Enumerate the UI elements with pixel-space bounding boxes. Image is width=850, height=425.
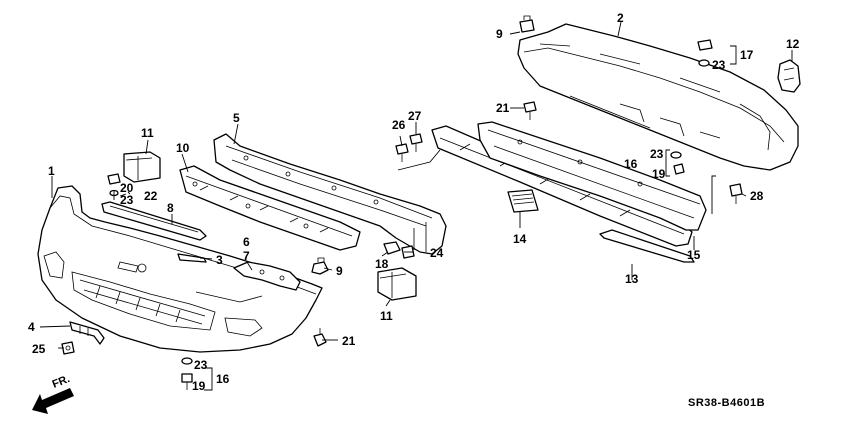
side-stay xyxy=(233,261,301,291)
front-bumper-face xyxy=(37,185,323,353)
callout-17: 17 xyxy=(740,48,754,62)
callout-11-center: 11 xyxy=(380,309,393,323)
bolt-24-bolt-18 xyxy=(383,241,415,259)
callout-19-rear: 19 xyxy=(652,167,666,181)
bracket-11-center xyxy=(377,267,417,301)
callout-14: 14 xyxy=(513,232,527,246)
callout-21-front: 21 xyxy=(342,334,356,348)
callout-5: 5 xyxy=(233,111,240,125)
callout-11-front: 11 xyxy=(141,126,154,140)
callout-23-rear-b: 23 xyxy=(712,58,726,72)
callout-9-rear: 9 xyxy=(496,27,503,41)
bracket-11-front xyxy=(123,151,161,183)
callouts: 1 2 3 4 5 6 7 8 9 9 10 11 11 12 13 14 15… xyxy=(28,11,800,393)
rear-lower-strip xyxy=(599,229,695,263)
clip-17-washer-23 xyxy=(697,39,713,67)
callout-23-rear-a: 23 xyxy=(650,147,664,161)
front-reinforcement-beam xyxy=(213,133,447,255)
small-clips-20-22-23 xyxy=(107,173,121,197)
callout-27: 27 xyxy=(408,109,422,123)
diagram-code: SR38-B4601B xyxy=(688,397,765,409)
rear-bumper-face xyxy=(517,23,799,171)
callout-23-front-a: 23 xyxy=(120,193,134,207)
callout-7: 7 xyxy=(243,249,250,263)
bracket-12 xyxy=(777,59,801,93)
callout-2: 2 xyxy=(617,11,624,25)
callout-25: 25 xyxy=(32,342,46,356)
leader-lines xyxy=(39,21,793,391)
callout-8: 8 xyxy=(167,201,174,215)
bolt-25 xyxy=(61,341,75,355)
callout-18: 18 xyxy=(375,257,389,271)
callout-9-front: 9 xyxy=(336,264,343,278)
clips-26-27 xyxy=(395,133,423,162)
molding-part-3 xyxy=(177,253,207,263)
callout-23-front-b: 23 xyxy=(194,358,208,372)
clip-21-rear xyxy=(523,101,537,120)
callout-22: 22 xyxy=(144,189,158,203)
callout-26: 26 xyxy=(392,118,406,132)
callout-4: 4 xyxy=(28,320,35,334)
callout-1: 1 xyxy=(48,164,55,178)
bolt-19-washer-23-rear xyxy=(670,151,685,175)
callout-19-front: 19 xyxy=(192,379,206,393)
clip-21-front xyxy=(313,328,327,347)
clip-9-rear xyxy=(519,15,535,33)
callout-16-front: 16 xyxy=(216,372,230,386)
side-bracket-4 xyxy=(69,321,105,345)
callout-20: 20 xyxy=(120,181,134,195)
callout-28: 28 xyxy=(750,189,764,203)
front-grille-strip xyxy=(101,201,207,241)
front-direction-label: FR. xyxy=(51,373,72,391)
bolt-19-washer-23-front xyxy=(181,357,193,390)
callout-10: 10 xyxy=(176,141,190,155)
clip-28 xyxy=(729,183,743,204)
rear-reflector xyxy=(507,189,539,213)
callout-6: 6 xyxy=(243,235,250,249)
rear-reinforcement-beam xyxy=(477,121,707,231)
callout-24: 24 xyxy=(430,246,444,260)
front-absorber xyxy=(179,165,361,251)
callout-13: 13 xyxy=(625,272,639,286)
front-direction-arrow-icon xyxy=(32,388,74,414)
callout-21-rear: 21 xyxy=(496,101,510,115)
clip-9-front xyxy=(311,257,329,275)
callout-15: 15 xyxy=(687,248,701,262)
callout-3: 3 xyxy=(216,253,223,267)
callout-12: 12 xyxy=(786,37,800,51)
callout-16-rear: 16 xyxy=(624,157,638,171)
